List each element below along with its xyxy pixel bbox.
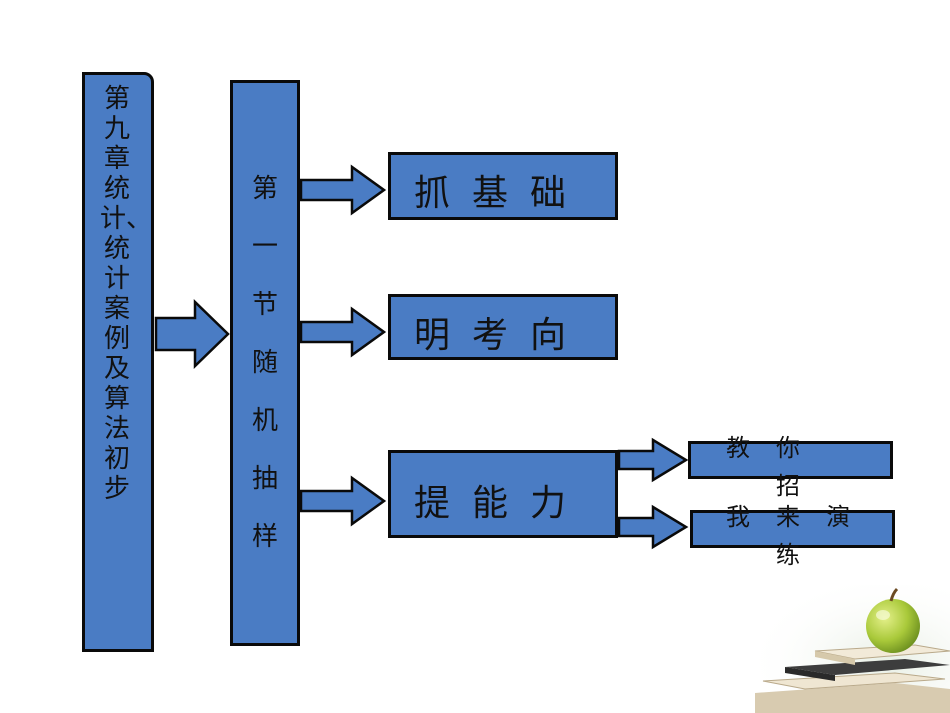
sub-teach-button[interactable] bbox=[688, 441, 893, 479]
item-ability-label: 提能力 bbox=[414, 483, 589, 524]
item-basics-button[interactable] bbox=[388, 152, 618, 220]
arrow-chapter-to-section bbox=[154, 299, 230, 369]
arrow-to-item3 bbox=[299, 475, 387, 527]
chapter-panel bbox=[82, 72, 154, 652]
arrow-to-sub2 bbox=[617, 504, 689, 550]
sub-practice-button[interactable] bbox=[690, 510, 895, 548]
item-ability-button[interactable] bbox=[388, 450, 618, 538]
section-title: 第一节随机抽样 bbox=[251, 174, 278, 552]
item-exam-label: 明考向 bbox=[414, 315, 589, 356]
apple-books-illustration bbox=[745, 585, 950, 713]
item-exam-button[interactable] bbox=[388, 294, 618, 360]
sub-practice-label-line2: 练 bbox=[776, 541, 800, 569]
sub-teach-label-line2: 招 bbox=[776, 472, 800, 500]
arrow-to-sub1 bbox=[617, 437, 689, 483]
sub-teach-label-line1: 教你 bbox=[726, 434, 826, 462]
section-panel bbox=[230, 80, 300, 646]
sub-practice-label-line1: 我来演 bbox=[726, 503, 876, 531]
arrow-to-item1 bbox=[299, 164, 387, 216]
chapter-title: 第九章统计、统计案例及算法初步 bbox=[100, 84, 153, 504]
arrow-to-item2 bbox=[299, 306, 387, 358]
item-basics-label: 抓基础 bbox=[414, 173, 589, 214]
